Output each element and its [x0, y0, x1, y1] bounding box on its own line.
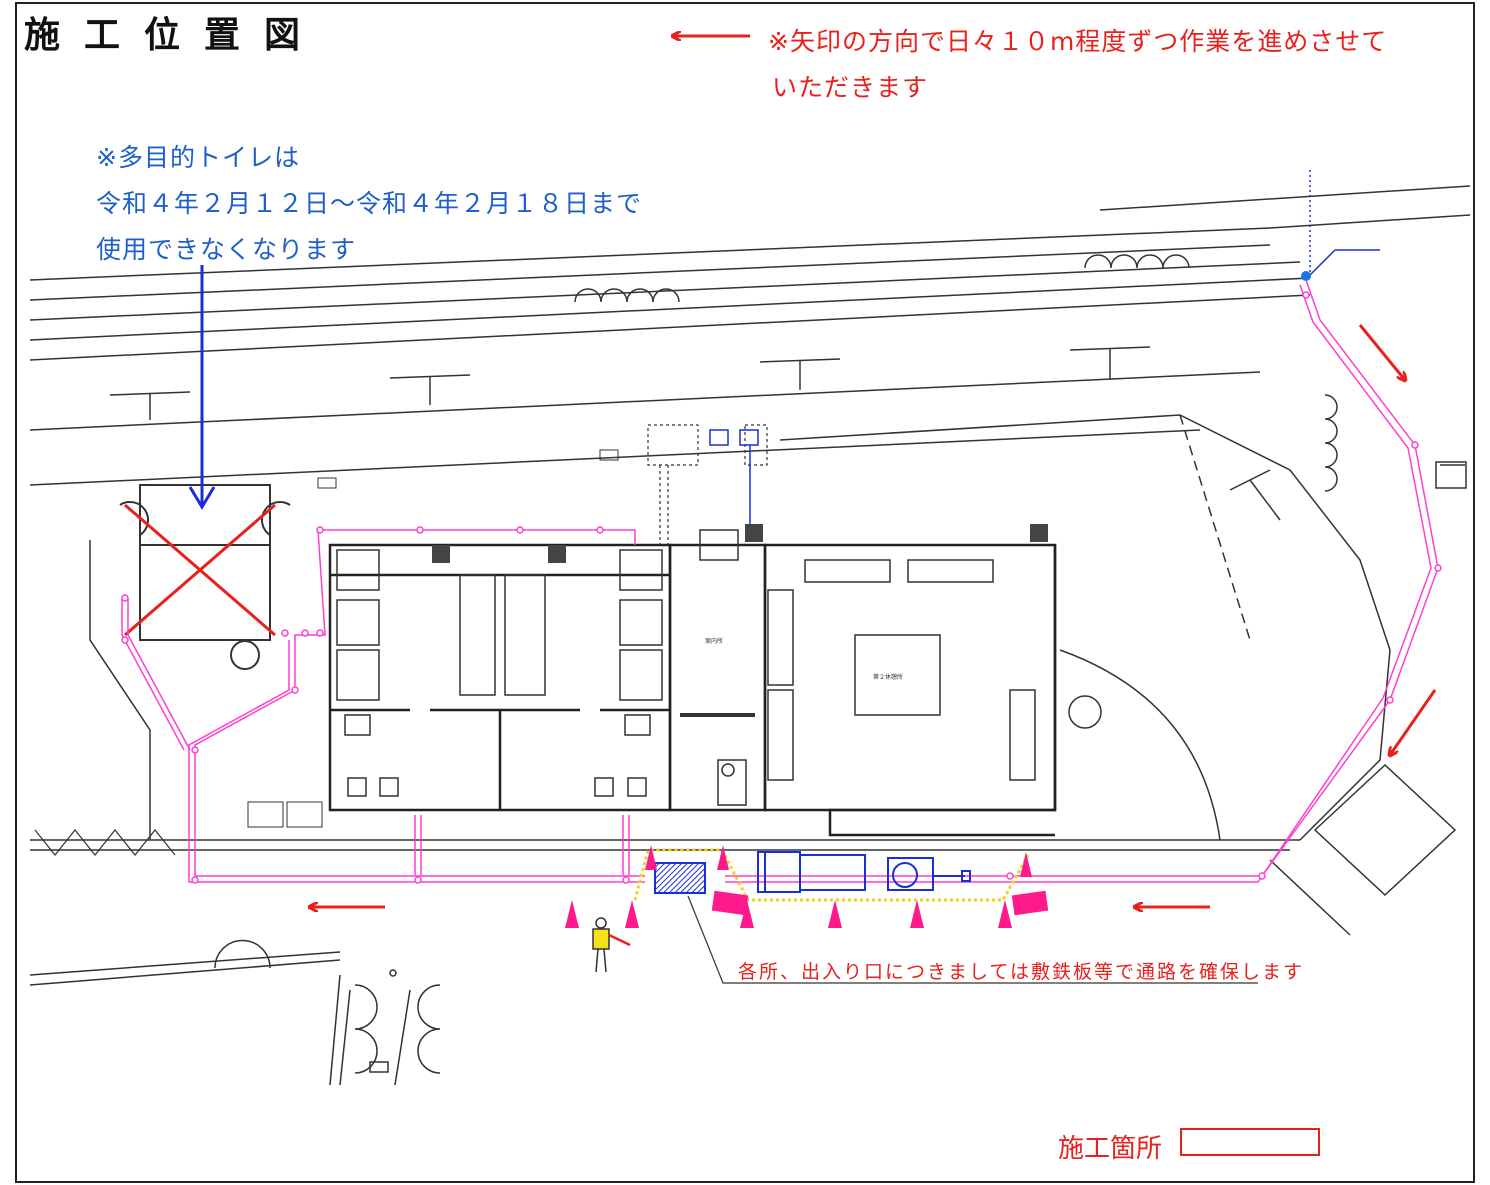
excavator	[887, 857, 971, 891]
toilet-note-line1: ※多目的トイレは	[96, 143, 300, 172]
toilet-notice-arrow	[188, 265, 216, 510]
direction-note-line1: ※矢印の方向で日々１０m程度ずつ作業を進めさせて	[768, 27, 1388, 56]
utility-point-marker	[1301, 271, 1311, 281]
drawing-frame	[15, 2, 1475, 1183]
lower-road	[29, 939, 441, 1086]
toilet-cross-mark	[124, 503, 276, 637]
guide-room-label: 案内所	[705, 638, 724, 645]
road-lines	[29, 185, 1471, 486]
utility-boxes	[709, 170, 1380, 524]
work-direction-arrows	[310, 36, 1437, 907]
pipe-route	[121, 279, 1439, 883]
direction-note-line2: いただきます	[772, 73, 929, 102]
flagman	[592, 917, 631, 973]
grounds-boundary	[30, 414, 1467, 851]
restroom-building	[328, 543, 672, 812]
construction-site-legend-label: 施工箇所	[1058, 1134, 1163, 1164]
rest-room-label: 第２休憩所	[873, 674, 904, 681]
road-markings	[109, 346, 1281, 521]
dump-truck	[757, 851, 866, 893]
work-zone-tape	[633, 848, 1030, 902]
entrance-note: 各所、出入り口につきましては敷鉄板等で通路を確保します	[738, 961, 1305, 983]
toilet-note-line3: 使用できなくなります	[96, 235, 357, 264]
pipe-joints	[121, 291, 1442, 884]
restroom-stalls	[336, 549, 663, 797]
corner-structure	[1269, 763, 1457, 936]
entrance-note-leader	[687, 895, 1258, 984]
steel-plate	[654, 862, 706, 894]
page-title: 施工位置図	[24, 15, 325, 56]
vent-blocks	[432, 524, 1048, 563]
rest-house-building	[668, 543, 1057, 837]
multipurpose-toilet	[119, 484, 291, 670]
road-tree-bumps	[574, 254, 1338, 492]
construction-site-legend-box	[1180, 1128, 1320, 1156]
toilet-note-line2: 令和４年２月１２日～令和４年２月１８日まで	[96, 189, 643, 218]
rest-house-interior	[680, 529, 1102, 781]
small-machine	[717, 759, 747, 806]
direction-signs	[711, 890, 1049, 916]
small-boxes	[247, 449, 619, 828]
traffic-cones	[565, 845, 1032, 928]
fence-marks	[34, 829, 176, 856]
